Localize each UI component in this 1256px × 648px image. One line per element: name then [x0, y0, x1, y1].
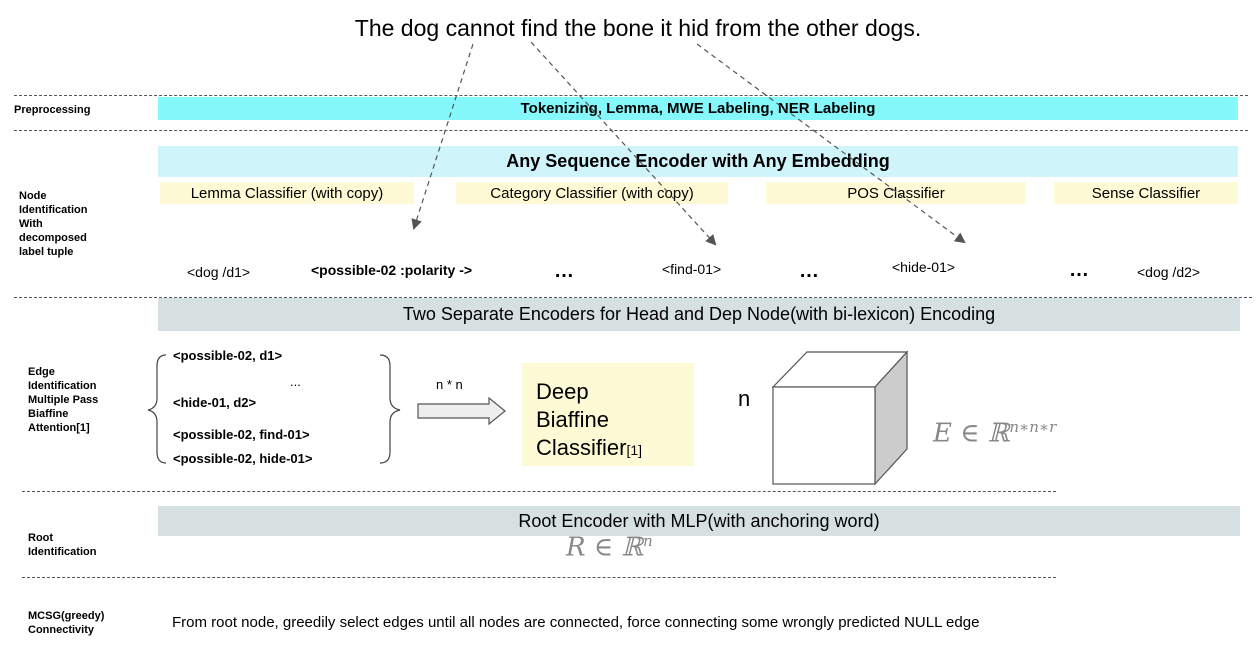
stage-label-root-identification: Root Identification — [28, 532, 97, 558]
arrow-dog-to-lemma — [411, 43, 474, 231]
separator-2 — [14, 130, 1248, 131]
edge-tensor-formula: E ∈ ℝn∗n∗r — [933, 418, 1057, 449]
cube-front-face — [772, 386, 876, 485]
edge-pair-possible-find: <possible-02, find-01> — [173, 427, 310, 442]
sequence-encoder-bar: Any Sequence Encoder with Any Embedding — [158, 146, 1238, 177]
stage-label-edge-identification: Edge Identification Multiple Pass Biaffi… — [28, 366, 99, 434]
two-encoders-label: Two Separate Encoders for Head and Dep N… — [402, 304, 996, 324]
sequence-encoder-label: Any Sequence Encoder with Any Embedding — [506, 151, 890, 171]
mcsg-description: From root node, greedily select edges un… — [172, 614, 980, 631]
left-brace — [147, 354, 167, 464]
root-encoder-bar: Root Encoder with MLP(with anchoring wor… — [158, 506, 1240, 536]
block-arrow — [417, 396, 506, 426]
ellipsis-2: … — [799, 260, 819, 282]
separator-5 — [22, 577, 1056, 578]
root-encoder-label: Root Encoder with MLP(with anchoring wor… — [518, 510, 880, 531]
pos-classifier: POS Classifier — [766, 182, 1026, 204]
preprocessing-bar: Tokenizing, Lemma, MWE Labeling, NER Lab… — [158, 97, 1238, 120]
stage-label-preprocessing: Preprocessing — [14, 104, 91, 116]
node-find-01: <find-01> — [662, 261, 722, 277]
stage-label-node-identification: Node Identification With decomposed labe… — [19, 190, 88, 258]
n-times-n-label: n * n — [436, 377, 463, 392]
stage-label-mcsg-connectivity: MCSG(greedy) Connectivity — [28, 610, 105, 636]
node-dog-d2: <dog /d2> — [1137, 264, 1201, 280]
edge-pair-possible-d1: <possible-02, d1> — [173, 348, 283, 363]
ellipsis-3: … — [1069, 259, 1089, 281]
input-sentence: The dog cannot find the bone it hid from… — [354, 15, 922, 41]
arrow-hid-to-hide01 — [696, 43, 966, 244]
separator-1 — [14, 95, 1248, 96]
root-vector-formula: R ∈ ℝn — [566, 532, 653, 563]
edge-pair-hide-d2: <hide-01, d2> — [173, 395, 257, 410]
ellipsis-1: … — [554, 260, 574, 282]
right-brace — [379, 354, 401, 464]
separator-3 — [14, 297, 1252, 298]
separator-4 — [22, 491, 1056, 492]
arrow-find-to-find01 — [530, 41, 717, 246]
sense-classifier: Sense Classifier — [1054, 182, 1238, 204]
cube-left-n: n — [738, 386, 751, 411]
edge-pair-possible-hide: <possible-02, hide-01> — [173, 451, 313, 466]
node-dog-d1: <dog /d1> — [187, 264, 251, 280]
preprocessing-bar-label: Tokenizing, Lemma, MWE Labeling, NER Lab… — [520, 100, 876, 117]
lemma-classifier: Lemma Classifier (with copy) — [160, 182, 414, 204]
node-possible-polarity: <possible-02 :polarity -> — [311, 262, 473, 278]
two-encoders-bar: Two Separate Encoders for Head and Dep N… — [158, 298, 1240, 331]
node-hide-01: <hide-01> — [892, 259, 956, 275]
category-classifier: Category Classifier (with copy) — [456, 182, 728, 204]
edge-pair-ellipsis: ... — [290, 374, 301, 389]
deep-biaffine-classifier: Deep Biaffine Classifier[1] — [522, 363, 694, 466]
